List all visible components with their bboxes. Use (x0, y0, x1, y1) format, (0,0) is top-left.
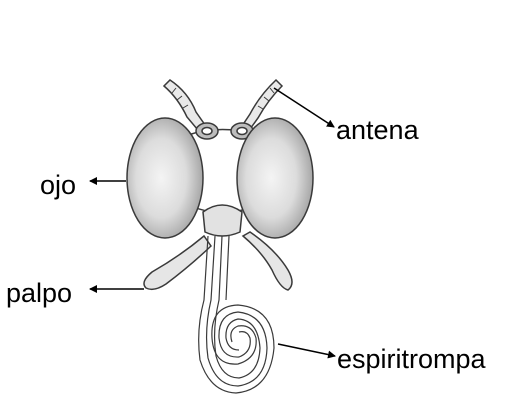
left-compound-eye (127, 118, 203, 238)
clypeus (203, 205, 242, 236)
palpo-label: palpo (6, 278, 72, 308)
right-compound-eye (237, 118, 313, 238)
left-labial-palp (144, 236, 211, 289)
right-labial-palp (243, 232, 292, 290)
antena-label: antena (336, 115, 419, 145)
espiritrompa-pointer (278, 344, 335, 356)
proboscis (199, 236, 274, 393)
ojo-label: ojo (40, 170, 76, 200)
espiritrompa-label: espiritrompa (337, 344, 486, 374)
